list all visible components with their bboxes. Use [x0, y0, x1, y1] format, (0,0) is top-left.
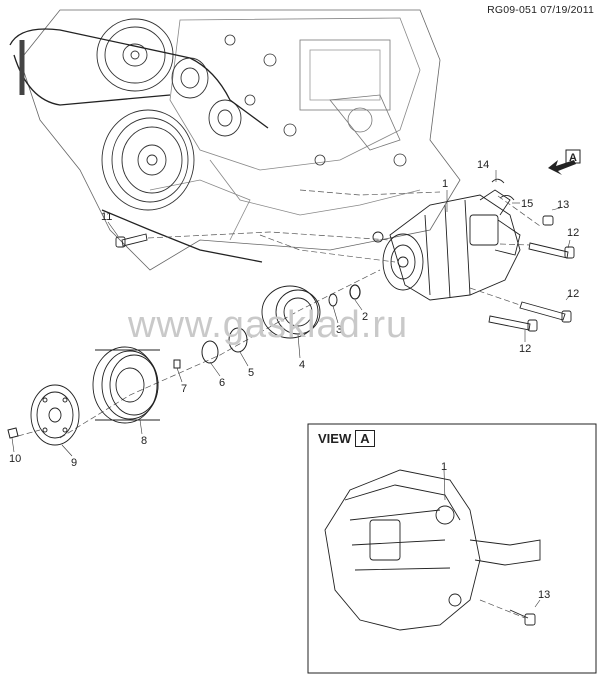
- clutch-plate-9: [30, 384, 80, 446]
- view-direction-arrow: A: [548, 149, 581, 175]
- assembly-lines: [17, 189, 541, 439]
- view-a-compressor: [324, 469, 541, 631]
- callout-10: 10: [9, 453, 21, 465]
- bearing-4: [261, 285, 321, 339]
- callout-11: 11: [101, 211, 112, 223]
- callout-2: 2: [362, 311, 368, 323]
- callout-14: 14: [477, 159, 489, 171]
- ac-compressor: [372, 189, 521, 301]
- view-prefix: VIEW: [318, 431, 352, 446]
- view-a-inset: [307, 423, 597, 674]
- arrow-letter: A: [569, 152, 577, 164]
- drawing-reference: RG09-051 07/19/2011: [487, 4, 594, 16]
- clutch-pulley-8: [92, 346, 160, 424]
- snap-ring-2: [349, 284, 361, 300]
- belt-tensioner: [171, 57, 242, 137]
- shim-5: [228, 327, 248, 353]
- callout-12-mid: 12: [567, 288, 579, 300]
- upper-pulley: [96, 18, 174, 92]
- callout-12-top: 12: [567, 227, 579, 239]
- key-7: [173, 359, 181, 369]
- view-callout-1: 1: [441, 461, 447, 473]
- drive-belt: [9, 28, 269, 263]
- callout-15: 15: [521, 198, 533, 210]
- crankshaft-pulley: [101, 109, 195, 211]
- callout-9: 9: [71, 457, 77, 469]
- view-callout-13: 13: [538, 589, 550, 601]
- callout-6: 6: [219, 377, 225, 389]
- compressor-fasteners: [115, 178, 575, 332]
- callout-8: 8: [141, 435, 147, 447]
- callout-leaders: [11, 170, 571, 608]
- watermark-text: www.gasklad.ru: [128, 304, 409, 346]
- callout-4: 4: [299, 359, 305, 371]
- callout-7: 7: [181, 383, 187, 395]
- engine-block: [19, 9, 461, 271]
- callout-1: 1: [442, 178, 448, 190]
- view-letter: A: [355, 430, 375, 447]
- snap-ring-6: [201, 340, 219, 364]
- callout-5: 5: [248, 367, 254, 379]
- callout-12-bottom: 12: [519, 343, 531, 355]
- callout-numbers: 1 2 3 4 5 6 7 8 9 10 11 12 12 12 13 14 1…: [9, 159, 579, 601]
- nut-10: [7, 427, 19, 439]
- callout-3: 3: [336, 324, 342, 336]
- callout-13: 13: [557, 199, 569, 211]
